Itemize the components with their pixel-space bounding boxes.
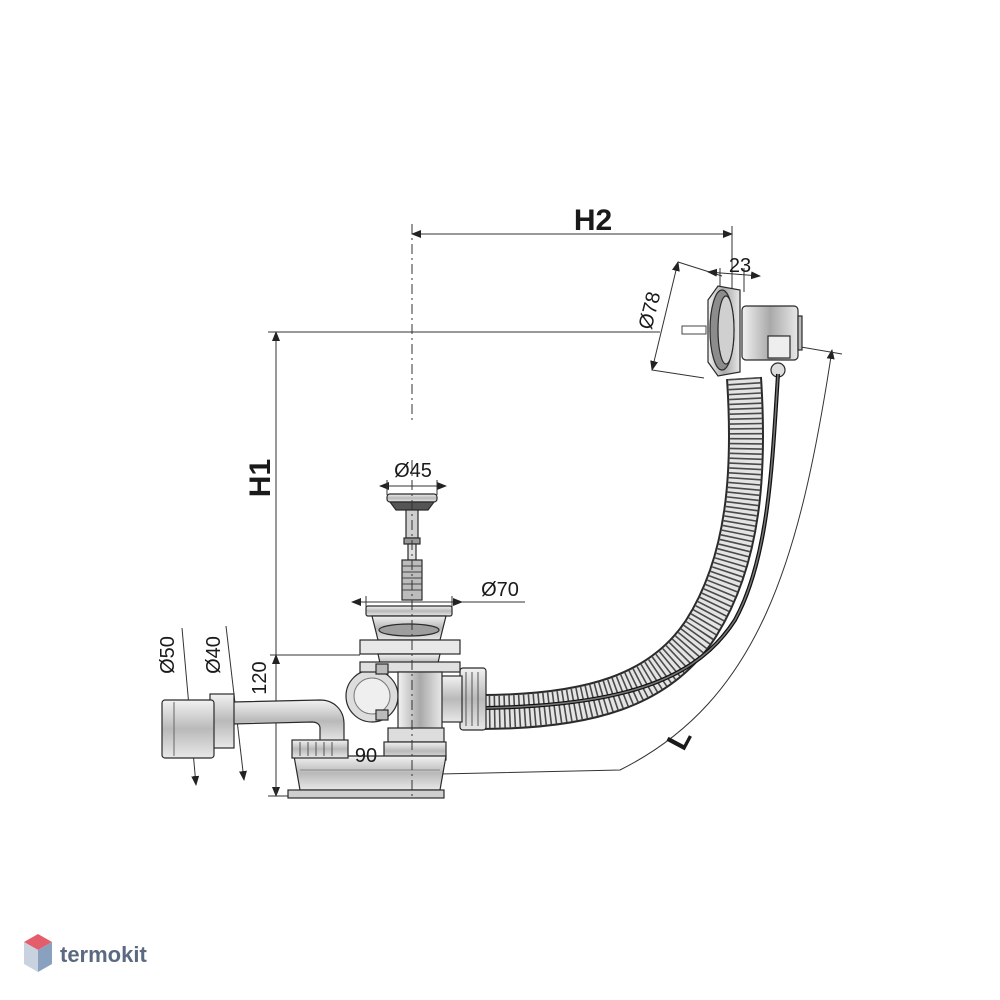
corrugated-hose-body (479, 376, 763, 728)
d40-label: Ø40 (203, 636, 225, 674)
l-dimension-curve (439, 349, 835, 775)
d78-dimension-line (650, 261, 680, 371)
corrugated-hose-outline (479, 376, 765, 730)
d70-label: Ø70 (481, 579, 519, 601)
drain-body (345, 661, 461, 761)
l-label: L (661, 724, 699, 756)
d23-label: 23 (729, 255, 751, 277)
d120-label: 120 (249, 661, 271, 694)
d23-dimension-line (707, 268, 761, 280)
d78-label: Ø78 (635, 290, 665, 332)
h2-label: H2 (574, 204, 612, 237)
outlet-pipe (161, 693, 349, 759)
d50-label: Ø50 (157, 636, 179, 674)
drain-assembly (161, 285, 803, 800)
d90-label: 90 (355, 745, 377, 767)
termokit-logo-icon (24, 934, 52, 972)
trap-base (287, 755, 447, 799)
hose-connector (439, 667, 487, 731)
overflow-head (681, 285, 803, 378)
d45-label: Ø45 (394, 460, 432, 482)
corrugated-hose-ribs (479, 376, 763, 728)
termokit-watermark: termokit (24, 934, 147, 972)
termokit-brand-text: termokit (60, 942, 147, 967)
h1-label: H1 (244, 459, 277, 497)
